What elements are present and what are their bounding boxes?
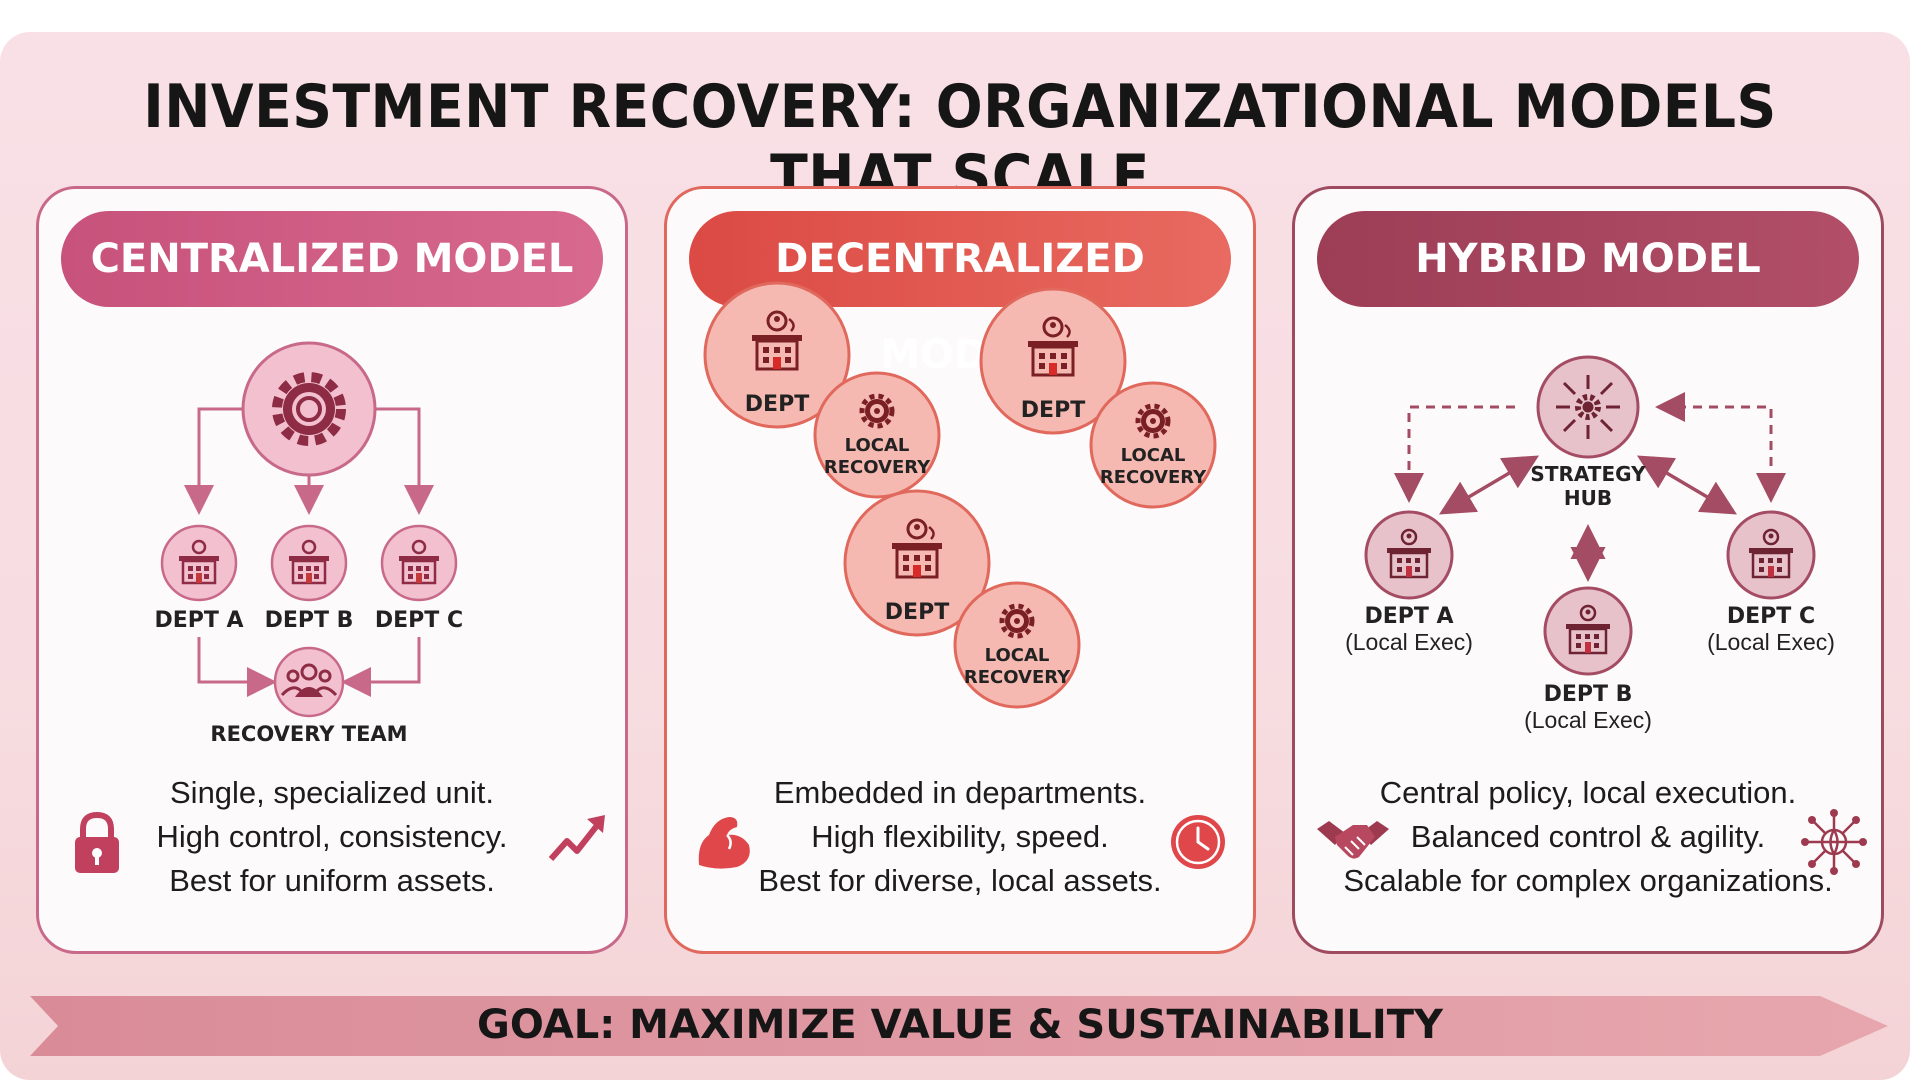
dept-c-icon [1726, 510, 1816, 600]
clock-icon [1171, 815, 1225, 869]
decentralized-description: Embedded in departments. High flexibilit… [758, 775, 1162, 898]
goal-text: GOAL: MAXIMIZE VALUE & SUSTAINABILITY [477, 1002, 1443, 1048]
hybrid-description: Central policy, local execution. Balance… [1343, 775, 1833, 898]
dept-c-sub: (Local Exec) [1707, 629, 1835, 655]
recovery-team-label: RECOVERY TEAM [210, 722, 407, 746]
dept-c-label: DEPT C [375, 608, 463, 633]
hybrid-header: HYBRID MODEL [1317, 211, 1859, 307]
svg-text:RECOVERY: RECOVERY [824, 457, 931, 478]
local-recovery-icon: LOCAL RECOVERY [813, 371, 941, 499]
svg-text:LOCAL: LOCAL [845, 435, 910, 456]
dept-a-icon [160, 524, 238, 602]
dept-icon: DEPT [979, 287, 1127, 435]
dept-b-icon [1543, 586, 1633, 676]
centralized-header: CENTRALIZED MODEL [61, 211, 603, 307]
decentralized-diagram: DEPT LOCAL RECOVERY DEPT LOCAL RECOVERY … [703, 281, 1217, 709]
dept-a-sub: (Local Exec) [1345, 629, 1473, 655]
dept-b-label: DEPT B [1544, 682, 1633, 707]
dept-b-label: DEPT B [265, 608, 354, 633]
dept-icon: DEPT [703, 281, 851, 429]
centralized-panel: CENTRALIZED MODEL [36, 186, 628, 954]
team-icon [273, 646, 345, 718]
dept-label: DEPT [1021, 398, 1085, 423]
dept-label: DEPT [885, 600, 949, 625]
dept-b-icon [270, 524, 348, 602]
local-recovery-icon: LOCAL RECOVERY [953, 581, 1081, 709]
dept-c-label: DEPT C [1727, 604, 1815, 629]
strategy-label: STRATEGY [1530, 462, 1646, 486]
strategy-hub-icon [1536, 355, 1640, 459]
hub-label: HUB [1564, 486, 1612, 510]
dept-c-icon [380, 524, 458, 602]
page-title: INVESTMENT RECOVERY: ORGANIZATIONAL MODE… [143, 72, 1777, 212]
dept-icon: DEPT [843, 489, 991, 637]
svg-text:LOCAL: LOCAL [985, 645, 1050, 666]
network-globe-icon [1801, 809, 1867, 875]
decentralized-panel: DECENTRALIZED MODEL D [664, 186, 1256, 954]
dept-a-icon [1364, 510, 1454, 600]
hybrid-panel: HYBRID MODEL [1292, 186, 1884, 954]
centralized-description: Single, specialized unit. High control, … [156, 775, 508, 898]
gear-icon [241, 341, 377, 477]
dept-label: DEPT [745, 392, 809, 417]
svg-text:RECOVERY: RECOVERY [964, 667, 1071, 688]
dept-a-label: DEPT A [154, 608, 243, 633]
dept-b-sub: (Local Exec) [1524, 707, 1652, 733]
centralized-diagram: DEPT A DEPT B DEPT C RECOVERY TEAM [154, 341, 463, 746]
local-recovery-icon: LOCAL RECOVERY [1089, 381, 1217, 509]
hybrid-diagram: STRATEGY HUB DEPT A (Local Exec) DEPT C … [1345, 355, 1835, 733]
dept-a-label: DEPT A [1364, 604, 1453, 629]
goal-arrow [30, 996, 1888, 1056]
trend-up-icon [548, 815, 605, 861]
lock-icon [75, 811, 119, 873]
svg-text:RECOVERY: RECOVERY [1100, 467, 1207, 488]
muscle-icon [698, 817, 750, 869]
svg-text:LOCAL: LOCAL [1121, 445, 1186, 466]
handshake-icon [1317, 821, 1389, 859]
